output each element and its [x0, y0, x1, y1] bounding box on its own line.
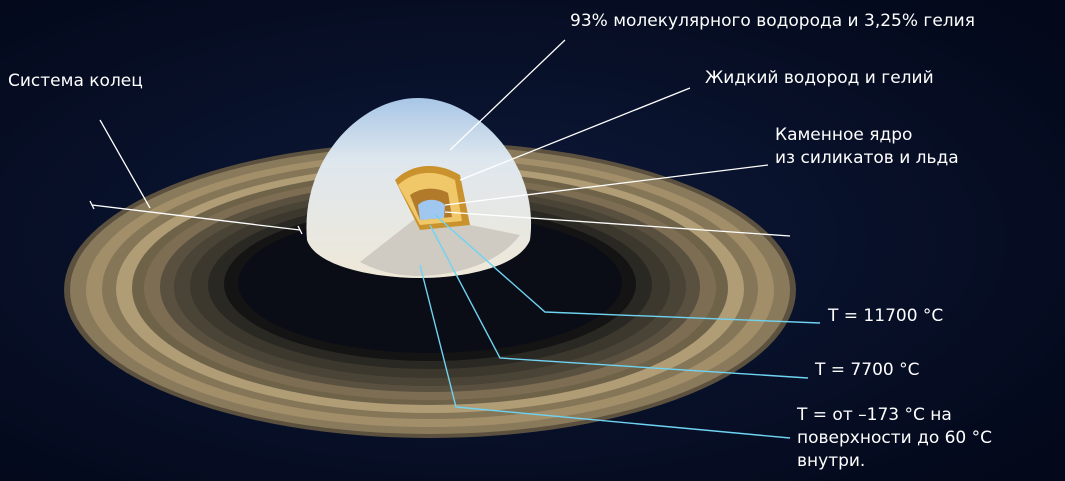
pointer-lines-temperature: [419, 214, 821, 439]
label-temp-surface-line1: T = от –173 °C на: [797, 405, 952, 425]
temp-surface-pointer: [419, 264, 791, 439]
temp-core-pointer: [434, 214, 821, 324]
label-core: Каменное ядро из силикатов и льда: [775, 124, 959, 170]
label-temp-surface: T = от –173 °C на поверхности до 60 °C в…: [797, 404, 992, 473]
label-temp-surface-line3: внутри.: [797, 451, 866, 471]
rock-ice-core: [418, 199, 445, 220]
label-temp-surface-line2: поверхности до 60 °C: [797, 428, 993, 448]
label-temp-mid: T = 7700 °C: [815, 360, 920, 380]
label-atmosphere: 93% молекулярного водорода и 3,25% гелия: [570, 11, 975, 31]
ring-extension-line: [444, 211, 791, 237]
label-ring-system: Система колец: [8, 71, 143, 91]
label-temp-core: T = 11700 °C: [828, 306, 944, 326]
ring-bracket-line: [91, 204, 301, 231]
core-pointer: [444, 164, 769, 206]
label-core-line1: Каменное ядро: [775, 125, 913, 145]
label-core-line2: из силикатов и льда: [775, 148, 959, 168]
liquid-layer-pointer: [459, 87, 691, 181]
ring-system-pointer: [99, 119, 151, 209]
temp-mid-pointer: [429, 224, 809, 379]
label-liquid-layer: Жидкий водород и гелий: [705, 68, 934, 88]
atmosphere-pointer: [449, 39, 566, 151]
pointer-lines-white: [89, 39, 791, 237]
